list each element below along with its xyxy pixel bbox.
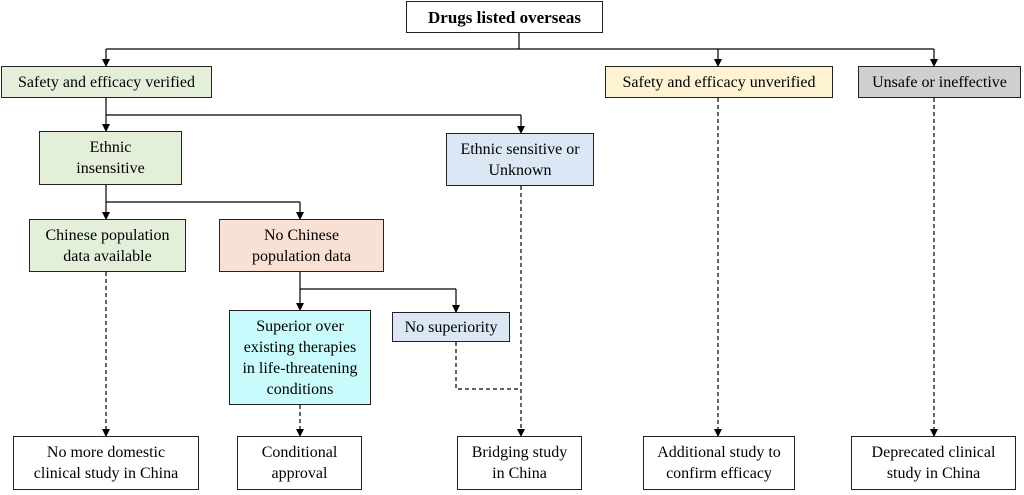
node-label: Unsafe or ineffective	[872, 73, 1007, 91]
node-safety-efficacy-verified: Safety and efficacy verified	[1, 66, 212, 98]
node-no-domestic-study: No more domestic clinical study in China	[13, 436, 199, 490]
node-additional-study: Additional study to confirm efficacy	[643, 436, 795, 490]
node-label: No Chinese population data	[251, 226, 352, 265]
node-label: Deprecated clinical study in China	[871, 444, 996, 482]
node-label: Drugs listed overseas	[428, 7, 581, 27]
node-label: Superior over existing therapies in life…	[242, 317, 358, 398]
node-label: Ethnic insensitive	[76, 139, 145, 177]
edge-nosup-to-bridging	[455, 342, 521, 390]
node-label: Ethnic sensitive or Unknown	[460, 140, 580, 179]
node-label: Chinese population data available	[45, 226, 170, 265]
node-ethnic-insensitive: Ethnic insensitive	[39, 131, 182, 185]
node-label: No superiority	[404, 318, 498, 336]
node-superior-therapies: Superior over existing therapies in life…	[229, 310, 371, 405]
node-label: Bridging study in China	[471, 444, 568, 482]
node-label: No more domestic clinical study in China	[33, 444, 179, 482]
node-label: Additional study to confirm efficacy	[657, 444, 781, 482]
node-drugs-listed-overseas: Drugs listed overseas	[406, 1, 603, 33]
node-label: Safety and efficacy unverified	[622, 73, 816, 91]
node-safety-efficacy-unverified: Safety and efficacy unverified	[605, 66, 833, 98]
node-deprecated-clinical-study: Deprecated clinical study in China	[851, 436, 1016, 490]
node-chinese-population-data: Chinese population data available	[29, 219, 186, 272]
node-conditional-approval: Conditional approval	[237, 436, 362, 490]
node-bridging-study: Bridging study in China	[457, 436, 582, 490]
node-label: Conditional approval	[261, 444, 338, 482]
node-unsafe-ineffective: Unsafe or ineffective	[858, 66, 1021, 98]
node-no-superiority: No superiority	[392, 312, 510, 342]
node-label: Safety and efficacy verified	[18, 73, 195, 91]
node-ethnic-sensitive-unknown: Ethnic sensitive or Unknown	[446, 133, 594, 186]
node-no-chinese-population-data: No Chinese population data	[219, 219, 384, 272]
